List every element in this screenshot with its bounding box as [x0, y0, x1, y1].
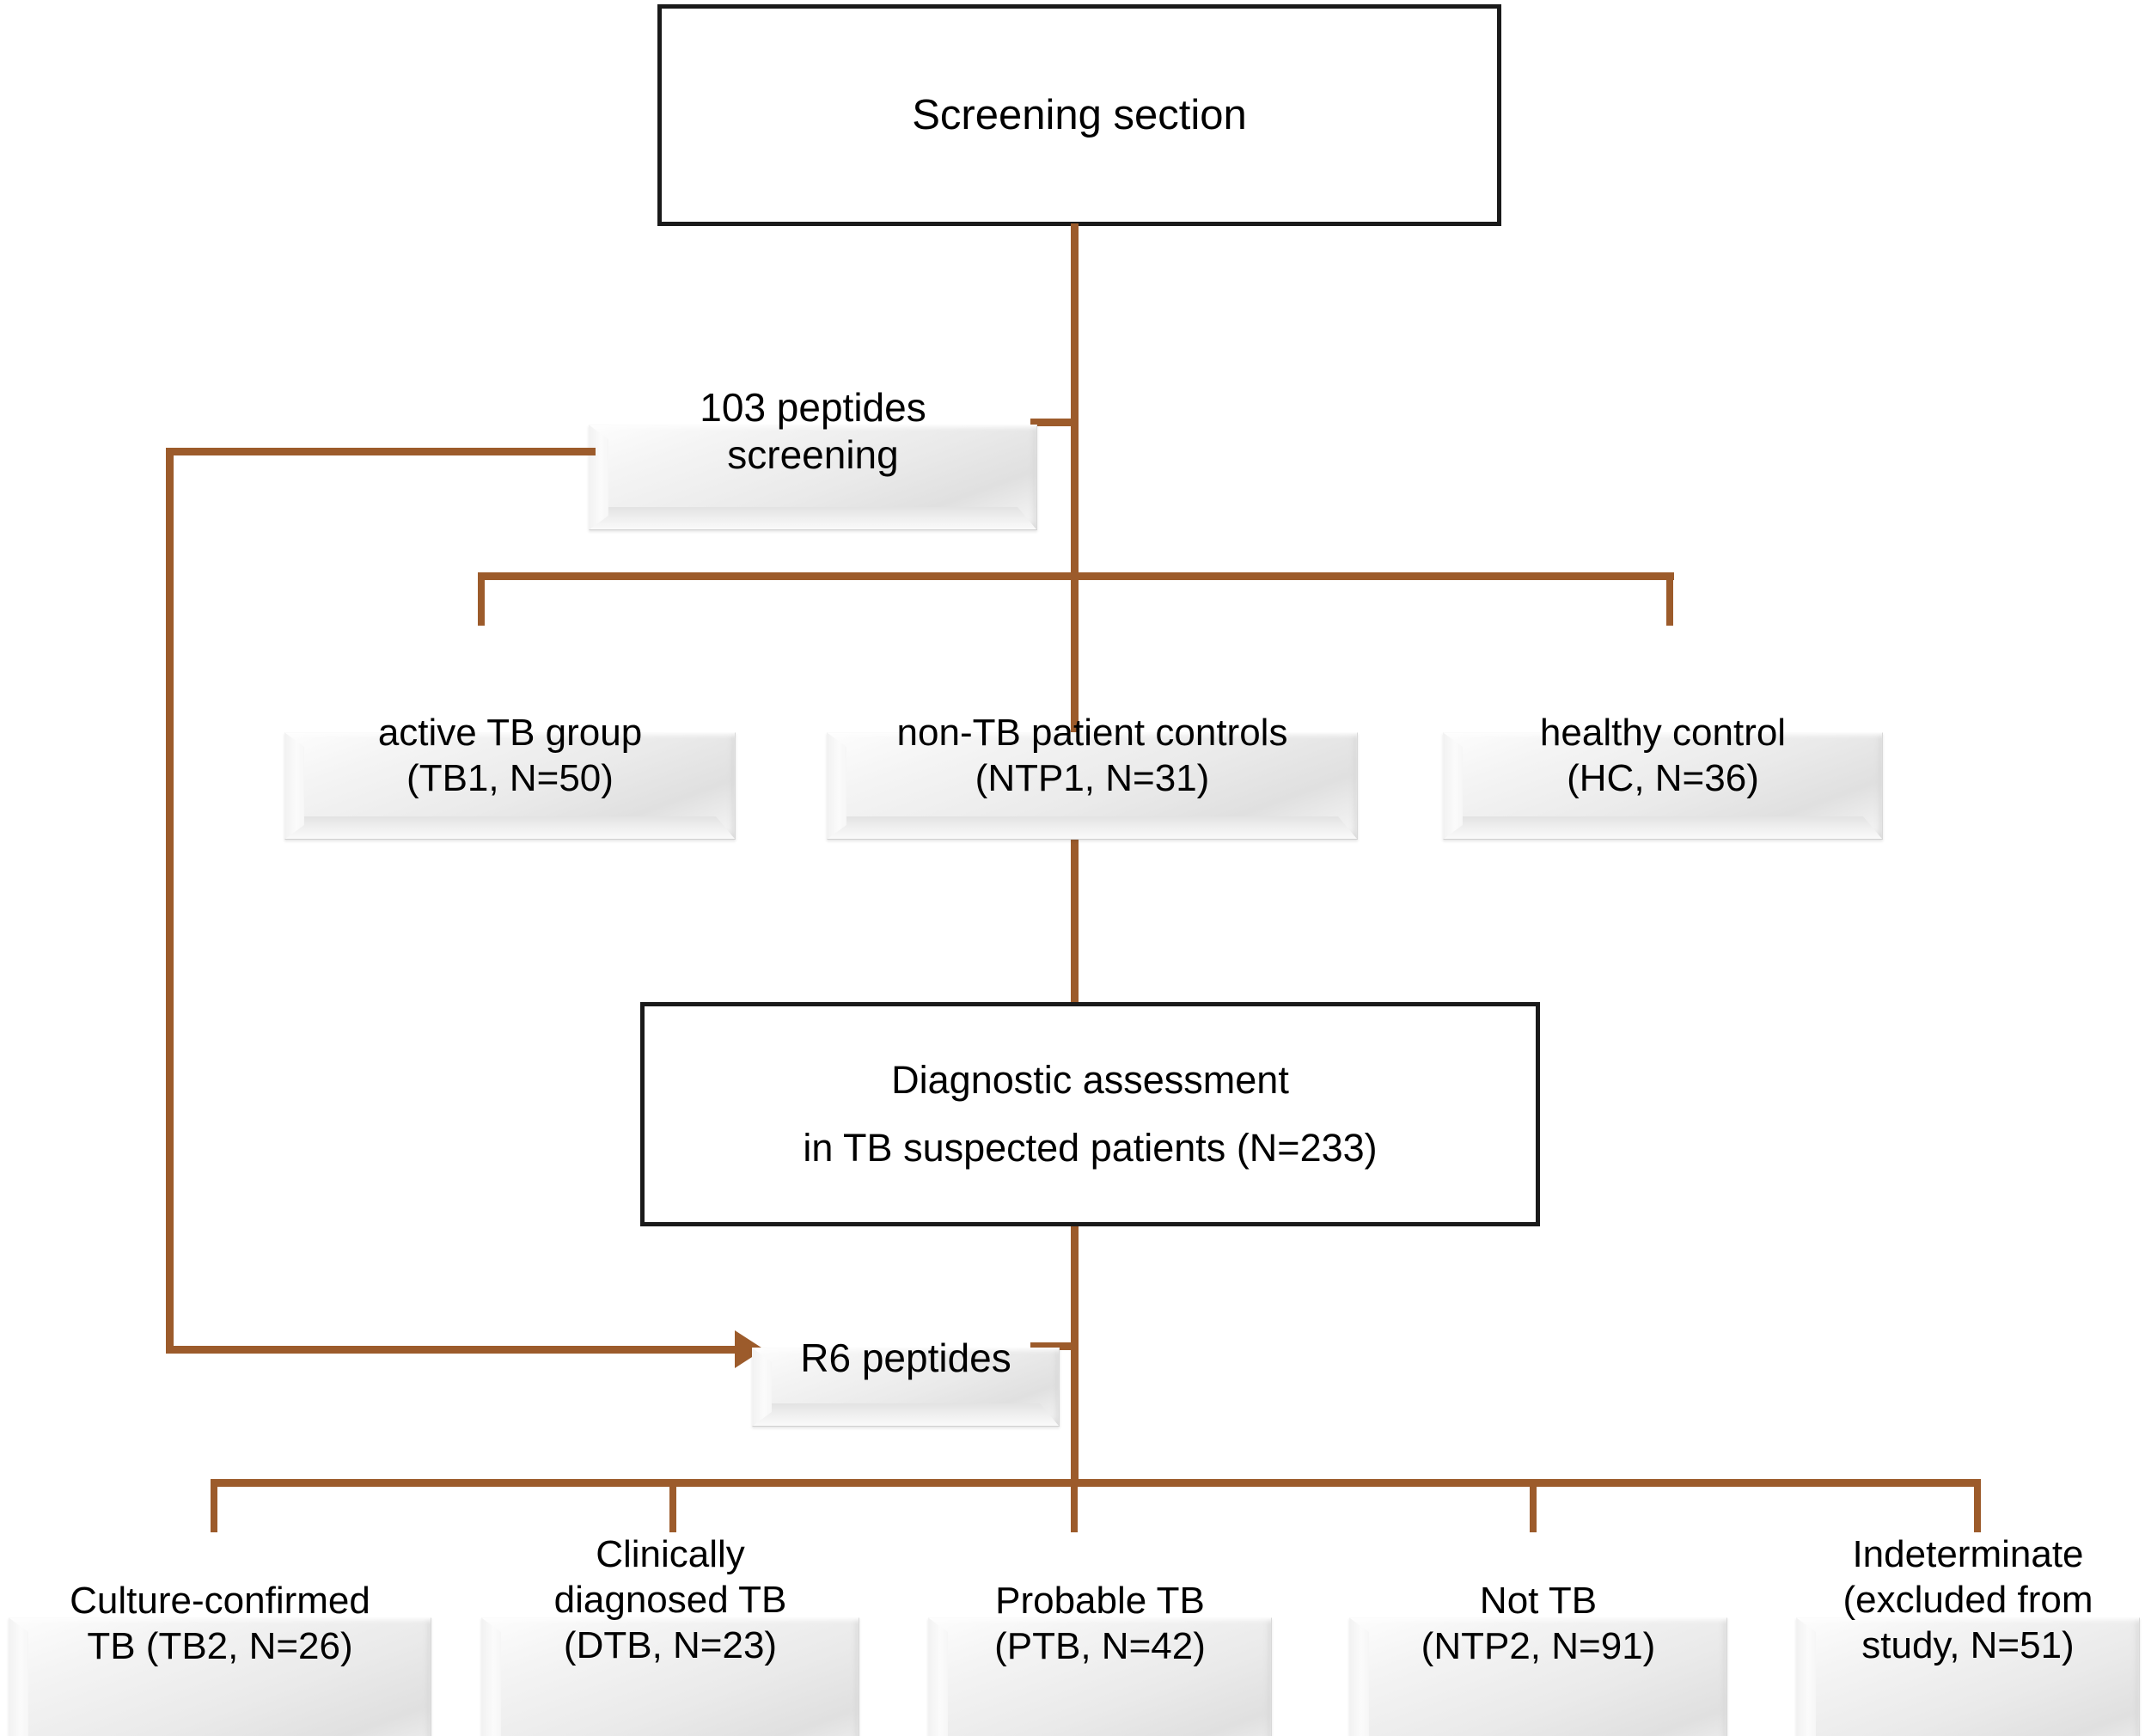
node-active-tb-group-label: active TB group (TB1, N=50)	[377, 712, 643, 799]
node-active-tb-group: active TB group (TB1, N=50)	[284, 712, 736, 840]
node-103-peptides-screening: 103 peptides screening	[589, 385, 1037, 530]
node-culture-confirmed-tb: Culture-confirmed TB (TB2, N=26)	[9, 1580, 431, 1736]
connector-stub-to-r6-box	[1030, 1342, 1075, 1350]
node-probable-tb: Probable TB (PTB, N=42)	[928, 1580, 1272, 1736]
node-non-tb-patient-controls: non-TB patient controls (NTP1, N=31)	[827, 712, 1358, 840]
connector-outcome-drop-5	[1974, 1479, 1981, 1532]
node-diagnostic-assessment: Diagnostic assessment in TB suspected pa…	[640, 1002, 1540, 1226]
connector-peptides-to-left-rail	[166, 448, 596, 455]
node-screening-section: Screening section	[657, 4, 1501, 226]
node-r6-peptides-label: R6 peptides	[800, 1336, 1011, 1380]
node-screening-section-label: Screening section	[912, 91, 1247, 138]
node-culture-confirmed-tb-label: Culture-confirmed TB (TB2, N=26)	[70, 1580, 370, 1667]
connector-outcome-drop-3	[1071, 1479, 1078, 1532]
node-clinically-diagnosed-tb: Clinically diagnosed TB (DTB, N=23)	[481, 1533, 859, 1736]
connector-outcome-drop-2	[669, 1479, 676, 1532]
node-indeterminate-label: Indeterminate (excluded from study, N=51…	[1842, 1533, 2093, 1666]
connector-cohort-drop-left	[478, 572, 485, 626]
connector-outcome-drop-1	[211, 1479, 217, 1532]
node-healthy-control: healthy control (HC, N=36)	[1443, 712, 1883, 840]
connector-outcome-fan-bar	[211, 1479, 1981, 1487]
connector-stub-to-peptides-box	[1030, 419, 1075, 426]
connector-outcome-drop-4	[1530, 1479, 1537, 1532]
connector-cohort-drop-right	[1666, 572, 1673, 626]
node-non-tb-patient-controls-label: non-TB patient controls (NTP1, N=31)	[896, 712, 1288, 799]
node-diagnostic-assessment-line2: in TB suspected patients (N=233)	[803, 1126, 1378, 1171]
connector-left-rail-vertical	[166, 448, 174, 1353]
node-diagnostic-assessment-line1: Diagnostic assessment	[891, 1057, 1289, 1102]
node-not-tb: Not TB (NTP2, N=91)	[1349, 1580, 1727, 1736]
node-indeterminate: Indeterminate (excluded from study, N=51…	[1796, 1533, 2140, 1736]
node-probable-tb-label: Probable TB (PTB, N=42)	[994, 1580, 1206, 1667]
connector-main-trunk	[1071, 223, 1079, 1485]
connector-cohort-fan-bar	[478, 572, 1674, 580]
node-r6-peptides: R6 peptides	[752, 1336, 1060, 1427]
node-103-peptides-screening-label: 103 peptides screening	[700, 385, 926, 478]
connector-left-rail-to-r6	[166, 1346, 740, 1354]
node-clinically-diagnosed-tb-label: Clinically diagnosed TB (DTB, N=23)	[553, 1533, 787, 1666]
node-not-tb-label: Not TB (NTP2, N=91)	[1421, 1580, 1656, 1667]
node-healthy-control-label: healthy control (HC, N=36)	[1539, 712, 1787, 799]
